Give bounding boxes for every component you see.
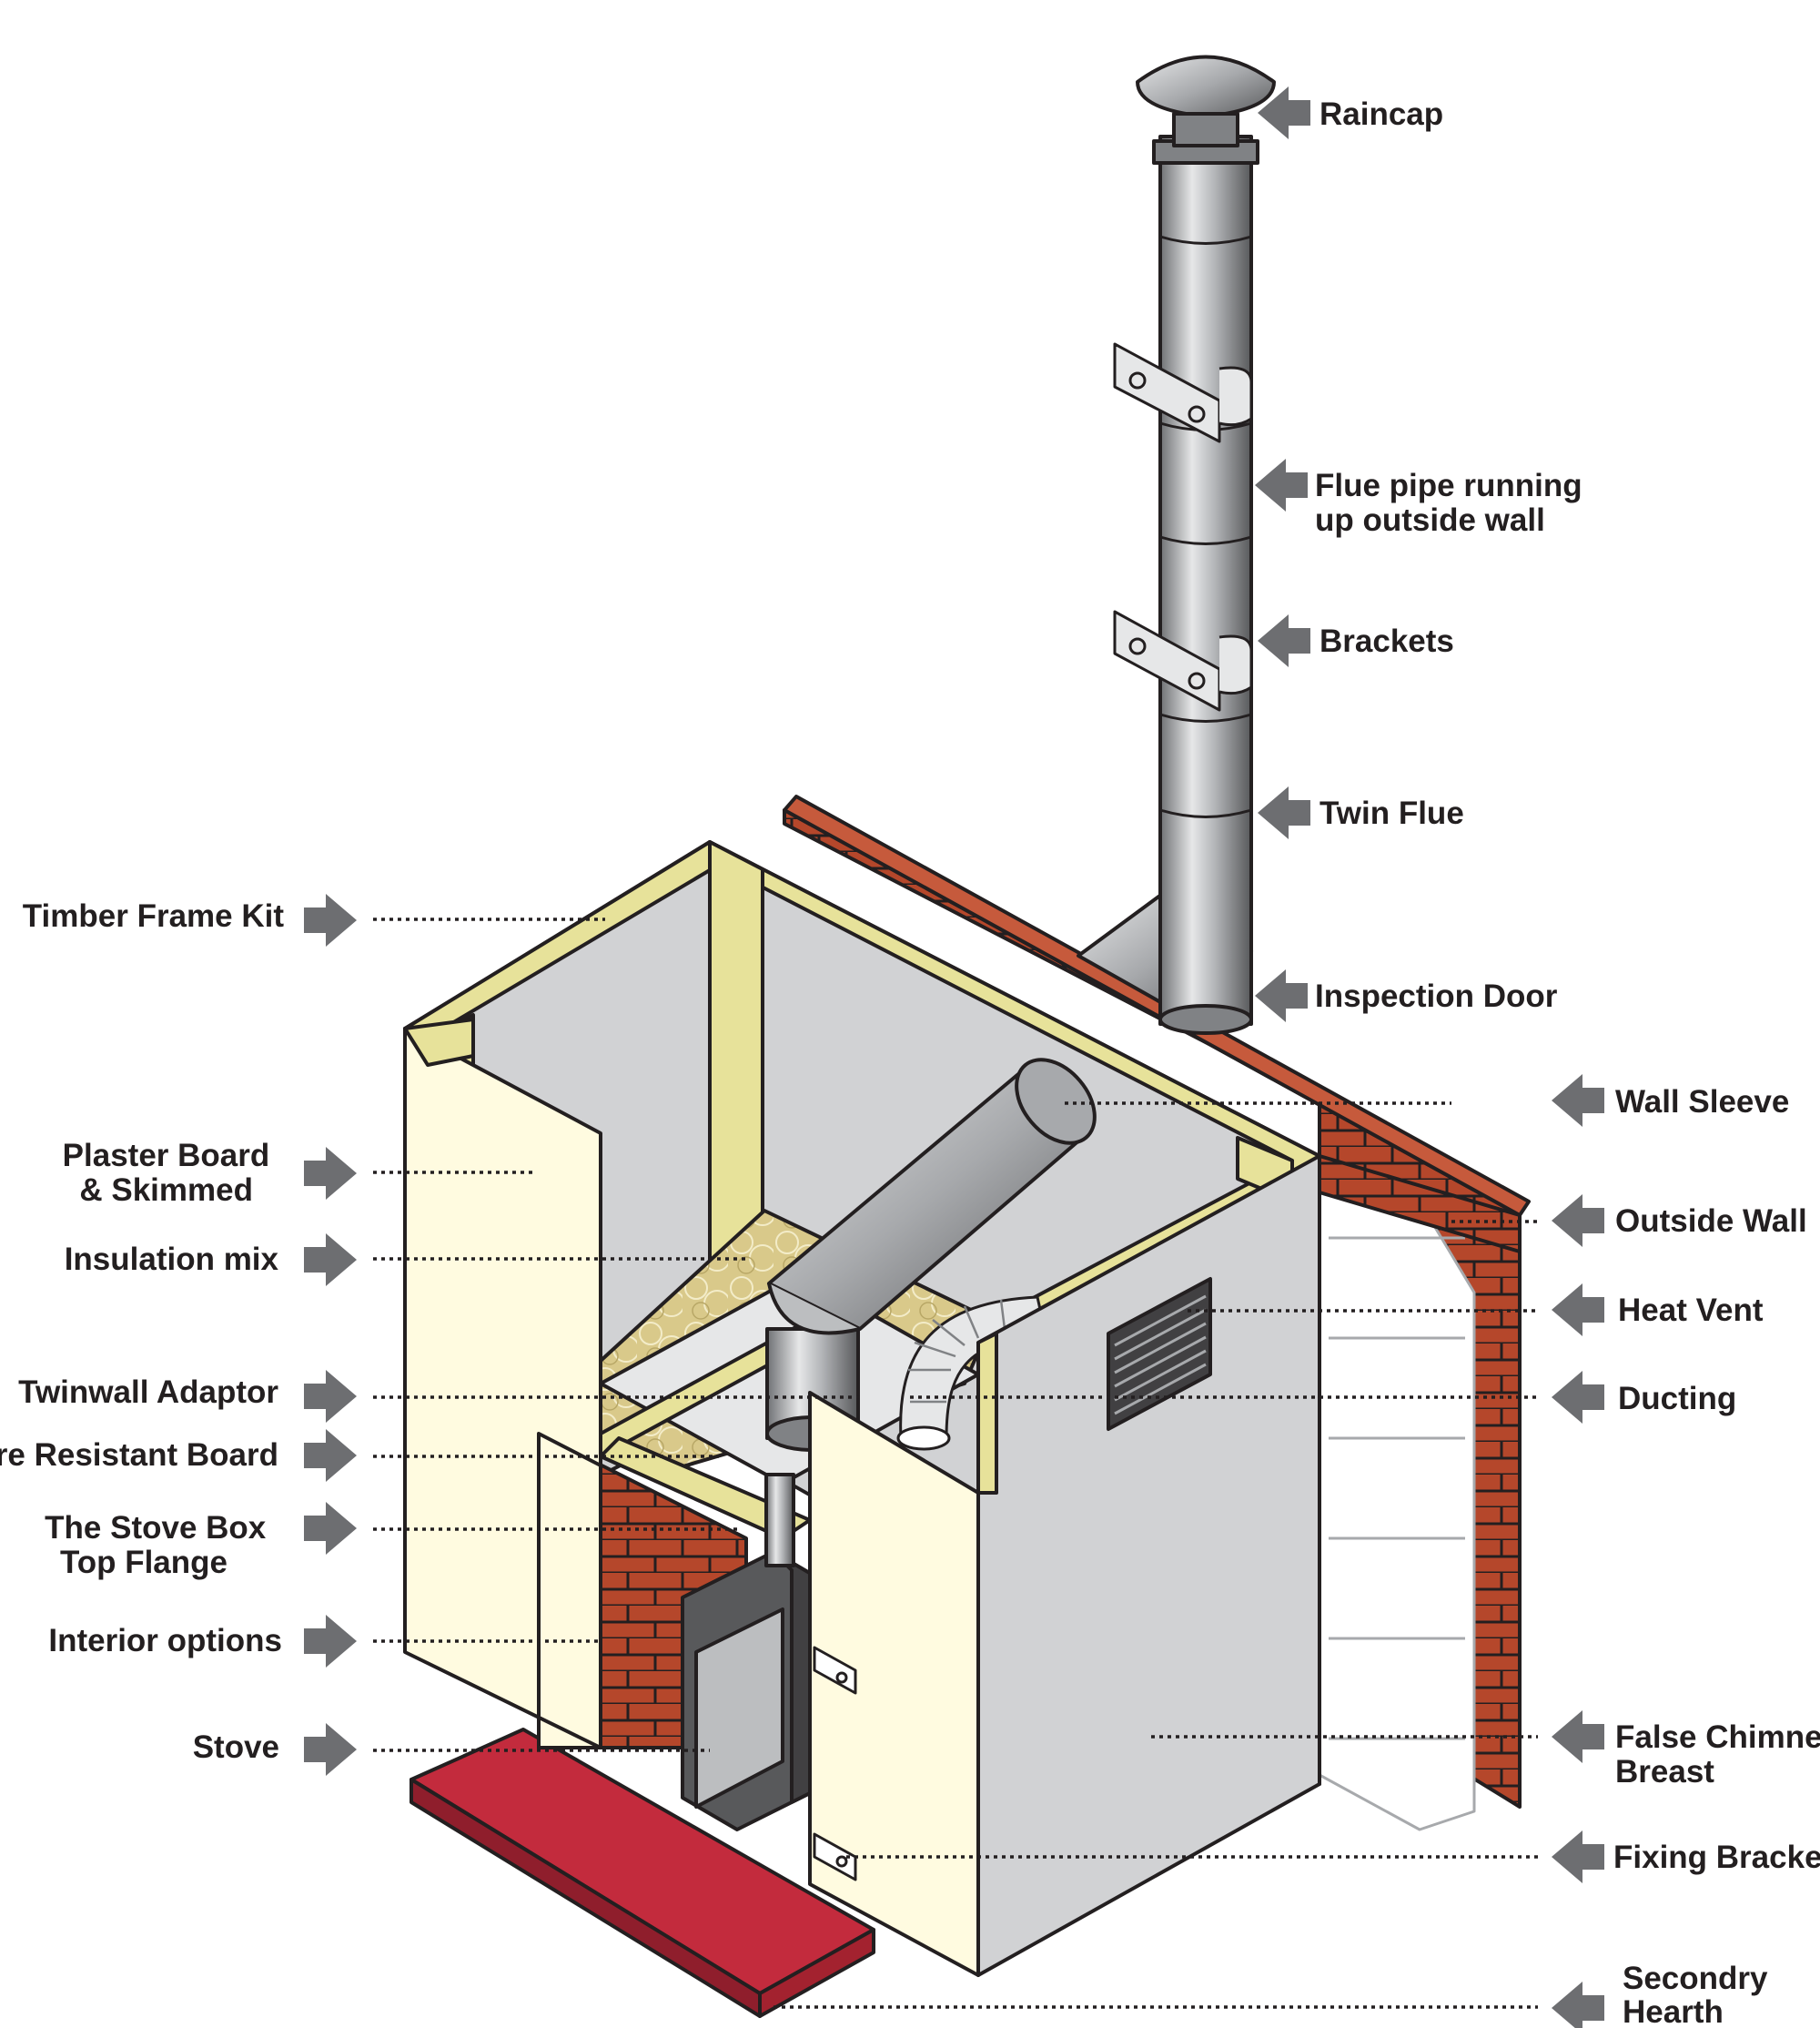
leader-lines [373,918,1538,2009]
arrow-icon [1552,1982,1604,2028]
label-wall-sleeve: Wall Sleeve [1615,1084,1789,1120]
arrow-icon [1255,969,1308,1022]
label-insulation-mix: Insulation mix [65,1242,279,1277]
plaster-board-left [403,1027,602,1749]
arrow-icon [1552,1371,1604,1424]
label-stove-box-top-flange: The Stove Box Top Flange [45,1510,275,1580]
arrow-icon [304,1147,357,1200]
label-twin-flue: Twin Flue [1320,796,1464,831]
stove-shape [681,1473,830,1831]
arrow-icon [1258,614,1310,667]
arrow-icon [304,894,357,947]
label-ducting: Ducting [1618,1381,1736,1416]
arrow-icon [304,1502,357,1555]
label-timber-frame-kit: Timber Frame Kit [23,898,285,934]
label-stove: Stove [193,1729,279,1765]
label-inspection-door: Inspection Door [1315,979,1558,1014]
label-raincap: Raincap [1320,96,1443,132]
label-interior-options: Interior options [48,1623,282,1658]
arrow-icon [1552,1283,1604,1336]
arrow-icon [1552,1830,1604,1883]
arrow-icon [1552,1710,1604,1763]
raincap-shape [1136,55,1276,118]
white-block-wall [1318,1154,1476,1831]
label-flue-pipe: Flue pipe running up outside wall [1315,468,1591,538]
illustration [403,55,1531,2018]
label-heat-vent: Heat Vent [1618,1293,1764,1328]
arrow-icon [1255,459,1308,512]
arrow-icon [304,1723,357,1776]
label-plaster-board: Plaster Board & Skimmed [63,1138,278,1208]
label-brackets: Brackets [1320,624,1454,659]
arrow-icon [304,1370,357,1423]
vertical-flue-pipe [1077,55,1276,1035]
arrow-icon [1552,1194,1604,1247]
arrow-icon [1552,1074,1604,1127]
label-twinwall-adaptor: Twinwall Adaptor [18,1374,278,1410]
labels: Raincap Flue pipe running up outside wal… [0,96,1820,2028]
plaster-board-right [808,1391,980,1977]
label-fire-resistant-board: Fire Resistant Board [0,1437,278,1473]
label-outside-wall: Outside Wall [1615,1203,1807,1239]
arrow-icon [304,1429,357,1482]
fixing-bracket-shapes [813,1646,857,1881]
arrow-icon [1258,86,1310,139]
label-secondary-hearth: Secondry Hearth [1623,1961,1776,2028]
label-fixing-brackets: Fixing Brackets [1613,1840,1820,1875]
arrow-icon [304,1615,357,1668]
twin-flue-diagonal [767,1058,1097,1335]
callout-arrows [304,86,1604,2028]
bracket-shapes [1113,342,1253,712]
label-false-chimney-breast: False Chimney Breast [1615,1719,1820,1790]
arrow-icon [304,1233,357,1286]
arrow-icon [1258,786,1310,839]
